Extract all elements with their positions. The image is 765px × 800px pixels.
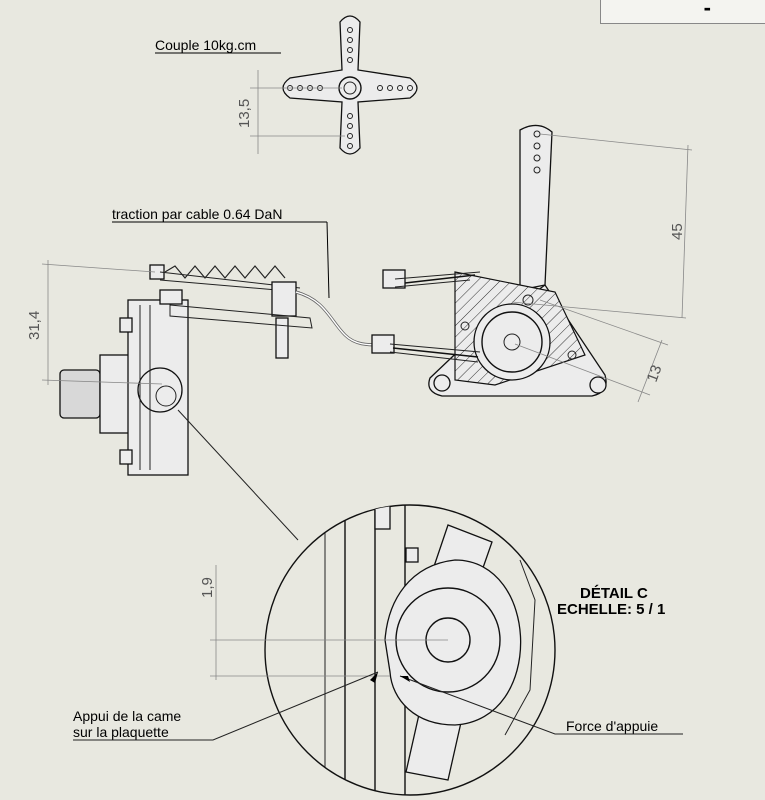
appui-label-line1: Appui de la came (73, 708, 181, 724)
servo-horn-cross (282, 15, 418, 155)
appui-label-line2: sur la plaquette (73, 724, 169, 740)
title-block-corner: - (600, 0, 765, 24)
corner-mark: - (703, 0, 711, 20)
force-label: Force d'appuie (566, 718, 658, 734)
detail-title: DÉTAIL C (580, 585, 648, 602)
detail-leader (177, 409, 299, 541)
servo-side-assembly (59, 264, 313, 476)
dimension-13 (514, 299, 669, 403)
appui-leader (73, 671, 379, 741)
cable (295, 290, 381, 347)
detail-c-view (264, 504, 556, 796)
dimension-31-4-text: 31,4 (26, 311, 43, 340)
dimension-1-9 (210, 565, 448, 680)
dimension-13-5-text: 13,5 (236, 99, 253, 128)
traction-label: traction par cable 0.64 DaN (112, 206, 282, 222)
dimension-1-9-text: 1,9 (199, 577, 216, 598)
dimension-13-text: 13 (644, 363, 666, 384)
detail-scale: ECHELLE: 5 / 1 (557, 601, 665, 618)
force-leader (399, 675, 683, 735)
dimension-31-4 (41, 260, 163, 385)
couple-label: Couple 10kg.cm (155, 37, 256, 53)
dimension-13-5 (250, 70, 345, 154)
tensioner-plate-assembly (371, 124, 607, 397)
dimension-45 (511, 133, 693, 319)
dimension-45-text: 45 (669, 223, 686, 240)
